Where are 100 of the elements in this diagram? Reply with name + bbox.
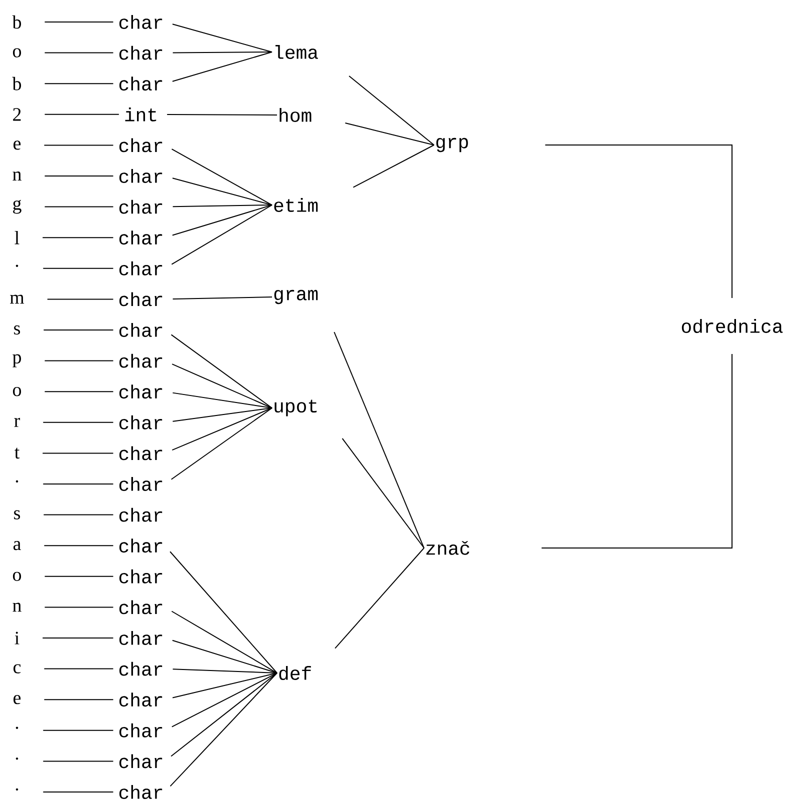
letter-label: · <box>16 758 18 760</box>
connector-line <box>172 672 278 698</box>
connector-line <box>334 548 424 649</box>
type-label: char <box>119 631 162 645</box>
type-label: char <box>119 323 162 337</box>
connector-line <box>172 640 278 674</box>
connector-line <box>170 551 278 674</box>
field-label: znač <box>426 541 470 555</box>
connector-line <box>44 391 114 392</box>
type-label: int <box>125 107 156 122</box>
connector-line <box>42 452 114 454</box>
connector-line <box>44 114 120 115</box>
connector-line <box>42 237 114 238</box>
field-label: def <box>279 666 311 680</box>
connector-line <box>172 178 272 206</box>
letter-label: i <box>14 632 20 644</box>
connector-line <box>44 545 114 546</box>
letter-label: o <box>12 572 22 581</box>
letter-label: l <box>14 231 20 244</box>
connector-line <box>44 206 114 208</box>
letter-label: n <box>12 602 22 612</box>
letter-label: b <box>12 15 22 29</box>
connector-line <box>44 699 114 700</box>
connector-line <box>172 408 272 451</box>
connector-line <box>352 144 434 188</box>
letter-label: e <box>14 140 21 150</box>
connector-line <box>44 606 114 608</box>
connector-line <box>172 296 272 300</box>
field-label: upot <box>274 400 317 416</box>
type-label: char <box>119 723 162 738</box>
connector-line <box>170 408 272 480</box>
connector-line <box>42 422 114 423</box>
connector-line <box>171 204 272 265</box>
connector-line <box>172 668 278 674</box>
type-label: char <box>119 508 162 522</box>
connector-line <box>170 672 278 757</box>
type-label: char <box>119 662 162 676</box>
letter-label: · <box>16 726 18 729</box>
letter-label: m <box>10 294 24 304</box>
letter-label: t <box>14 448 20 459</box>
type-label: char <box>119 76 162 91</box>
type-label: char <box>119 46 162 60</box>
connector-line <box>172 408 272 422</box>
letter-label: n <box>12 172 22 180</box>
type-label: char <box>119 200 162 214</box>
letter-label: e <box>14 695 21 704</box>
letter-label: o <box>12 48 22 58</box>
letter-label: · <box>16 788 18 791</box>
connector-line <box>344 122 434 146</box>
type-label: char <box>119 292 162 306</box>
connector-line <box>42 730 114 731</box>
type-label: char <box>119 261 162 276</box>
letter-label: · <box>16 480 18 483</box>
letter-label: b <box>12 76 22 90</box>
letter-label: 2 <box>13 108 21 121</box>
connector-line <box>44 52 114 54</box>
connector-line <box>172 364 272 408</box>
connector-line <box>44 360 114 362</box>
type-label: char <box>119 538 162 553</box>
connector-line <box>334 332 424 548</box>
field-label: hom <box>280 108 312 122</box>
connector-line <box>44 144 114 146</box>
type-label: char <box>119 230 162 245</box>
letter-label: · <box>16 264 18 267</box>
connector-line <box>46 298 114 300</box>
field-label: odrednica <box>682 319 783 333</box>
type-label: char <box>119 785 162 799</box>
letter-label: p <box>12 354 21 368</box>
type-label: char <box>119 600 162 614</box>
letter-label: r <box>14 418 20 427</box>
connector-line <box>342 438 424 548</box>
field-label: gram <box>274 290 318 304</box>
letter-label: o <box>12 387 22 396</box>
connector-line <box>42 268 114 269</box>
letter-label: g <box>13 200 22 214</box>
connector-line <box>171 610 278 674</box>
type-label: char <box>119 477 162 491</box>
connector-line <box>172 52 272 54</box>
type-label: char <box>119 415 162 430</box>
type-label: char <box>119 754 162 768</box>
connector-line <box>172 52 272 82</box>
field-label: lema <box>275 45 318 59</box>
connector-line <box>172 204 272 236</box>
connector-line <box>172 204 272 208</box>
type-label: char <box>119 569 162 584</box>
field-label: etim <box>274 198 318 212</box>
connector-line <box>171 148 272 206</box>
letter-label: s <box>14 510 20 520</box>
connector-line <box>166 114 278 116</box>
letter-label: a <box>13 541 21 550</box>
connector-line <box>43 514 114 516</box>
connector-line <box>348 75 434 146</box>
letter-label: c <box>14 664 21 674</box>
letter-label: s <box>14 325 20 335</box>
connector-line <box>172 392 272 408</box>
field-label: grp <box>436 138 468 152</box>
type-label: char <box>119 354 162 368</box>
type-label: char <box>119 692 162 707</box>
connector-line <box>170 672 278 787</box>
connector-line <box>44 576 114 577</box>
